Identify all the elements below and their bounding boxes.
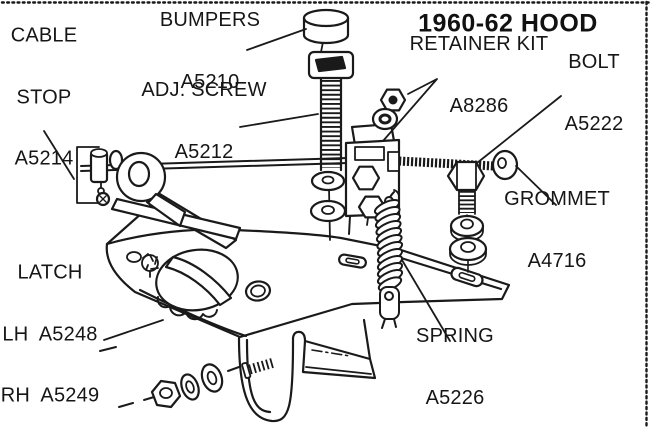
label-adj-screw: ADJ. SCREW A5212 bbox=[141, 39, 266, 203]
part-number: A4716 bbox=[527, 249, 587, 272]
leader-spring bbox=[402, 260, 450, 341]
part-name: ADJ. SCREW bbox=[141, 79, 267, 101]
leader-adj-screw bbox=[240, 114, 318, 127]
label-bolt: BOLT A5222 bbox=[565, 11, 624, 175]
part-name: BOLT bbox=[568, 51, 620, 73]
part-number-rh: RH A5249 bbox=[0, 384, 100, 407]
cable-stop-drawing bbox=[77, 147, 109, 205]
leader-bumpers bbox=[247, 29, 306, 50]
part-name: BUMPERS bbox=[159, 9, 261, 31]
support-bracket-drawing bbox=[346, 124, 399, 246]
leader-bolt bbox=[477, 96, 561, 163]
latch-hook-drawing bbox=[110, 151, 185, 226]
part-number: A5226 bbox=[425, 386, 485, 409]
label-cable-stop: CABLE STOP A5214 bbox=[11, 0, 78, 210]
leader-latch bbox=[104, 320, 163, 340]
plate-stud-drawing bbox=[127, 252, 158, 277]
part-name: RETAINER KIT bbox=[409, 33, 549, 55]
part-number: A5214 bbox=[14, 147, 74, 170]
bumper-drawing bbox=[304, 10, 348, 43]
part-name: STOP bbox=[16, 85, 72, 108]
spring-drawing bbox=[373, 192, 404, 328]
adj-screw-drawing bbox=[309, 42, 353, 170]
lock-washer-drawing bbox=[178, 372, 202, 402]
hex-nut-drawing bbox=[152, 381, 180, 407]
flat-washer-drawing bbox=[198, 362, 225, 395]
part-name: LATCH bbox=[17, 261, 83, 284]
part-number: A5222 bbox=[564, 112, 624, 135]
label-latch: LATCH LH A5248 RH A5249 bbox=[1, 221, 100, 427]
leader-lines bbox=[44, 29, 561, 341]
diagram-title: 1960-62 HOOD bbox=[418, 9, 598, 38]
label-spring: SPRING A5226 bbox=[416, 285, 494, 427]
bolt-drawing bbox=[388, 152, 494, 171]
leader-cable-stop bbox=[44, 131, 74, 179]
part-number: A8286 bbox=[449, 94, 509, 117]
small-bolt-drawing bbox=[242, 355, 276, 378]
hex-bolt-drawing bbox=[448, 162, 484, 220]
retainer-kit-drawing bbox=[373, 90, 405, 129]
label-bumpers: BUMPERS A5210 bbox=[160, 0, 260, 133]
part-name: CABLE bbox=[10, 24, 78, 47]
screw-washer-stack-drawing bbox=[311, 172, 345, 240]
part-number: A5212 bbox=[174, 140, 234, 163]
part-number: A5210 bbox=[180, 70, 240, 93]
leader-retainer-kit bbox=[383, 79, 437, 141]
grommet-drawing bbox=[493, 151, 517, 179]
part-number-lh: LH A5248 bbox=[2, 322, 98, 345]
label-grommet: GROMMET A4716 bbox=[504, 148, 610, 312]
part-name: GROMMET bbox=[504, 188, 610, 210]
bottom-hardware-drawing bbox=[100, 347, 276, 407]
part-name: SPRING bbox=[416, 325, 494, 347]
grommet-washer-stack-drawing bbox=[450, 216, 486, 272]
latch-plate-drawing bbox=[107, 205, 509, 421]
leader-grommet bbox=[516, 166, 556, 205]
label-retainer-kit: RETAINER KIT A8286 bbox=[410, 0, 549, 157]
